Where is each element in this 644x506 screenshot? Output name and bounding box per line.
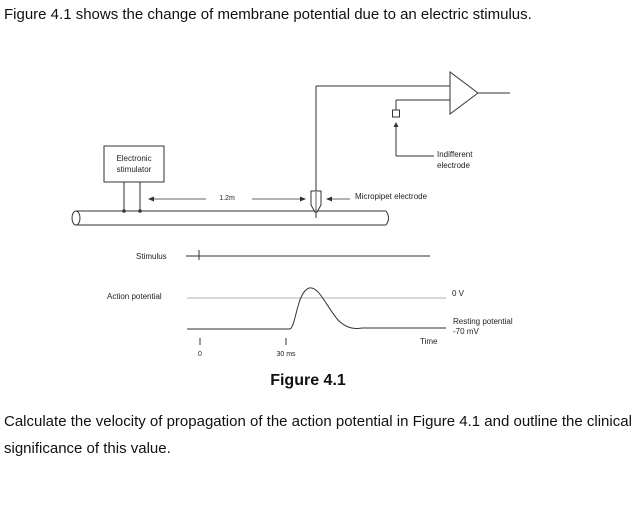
stimulus-label: Stimulus [136, 252, 167, 261]
intro-text: Figure 4.1 shows the change of membrane … [4, 6, 532, 23]
distance-arrowhead-right [300, 196, 306, 202]
distance-arrowhead-left [148, 196, 154, 202]
tick-zero-label: 0 [198, 351, 202, 358]
resting-label-line1: Resting potential [453, 317, 513, 326]
zero-v-label: 0 V [452, 289, 465, 298]
tick-30ms-label: 30 ms [276, 351, 296, 358]
micropipet-label: Micropipet electrode [355, 192, 428, 201]
resting-label-line2: -70 mV [453, 327, 479, 336]
membrane-potential-diagram: Electronic stimulator 1.2m Micropipet el… [71, 71, 513, 358]
micropipet-electrode [310, 86, 322, 218]
amplifier [316, 71, 510, 115]
stimulator-box [103, 145, 165, 183]
indifferent-label-line2: electrode [437, 161, 470, 170]
action-potential-trace [187, 287, 446, 330]
figure-caption: Figure 4.1 [270, 372, 346, 389]
stimulator-label-line2: stimulator [117, 165, 152, 174]
question-text: Calculate the velocity of propagation of… [4, 413, 632, 457]
action-potential-label: Action potential [107, 292, 162, 301]
micropipet-arrowhead [326, 196, 332, 202]
time-label: Time [420, 337, 438, 346]
stimulator-label-line1: Electronic [116, 154, 151, 163]
distance-label: 1.2m [219, 195, 235, 202]
nerve-fiber [71, 210, 389, 226]
indifferent-electrode [392, 100, 434, 157]
indifferent-label-line1: Indifferent [437, 150, 473, 159]
